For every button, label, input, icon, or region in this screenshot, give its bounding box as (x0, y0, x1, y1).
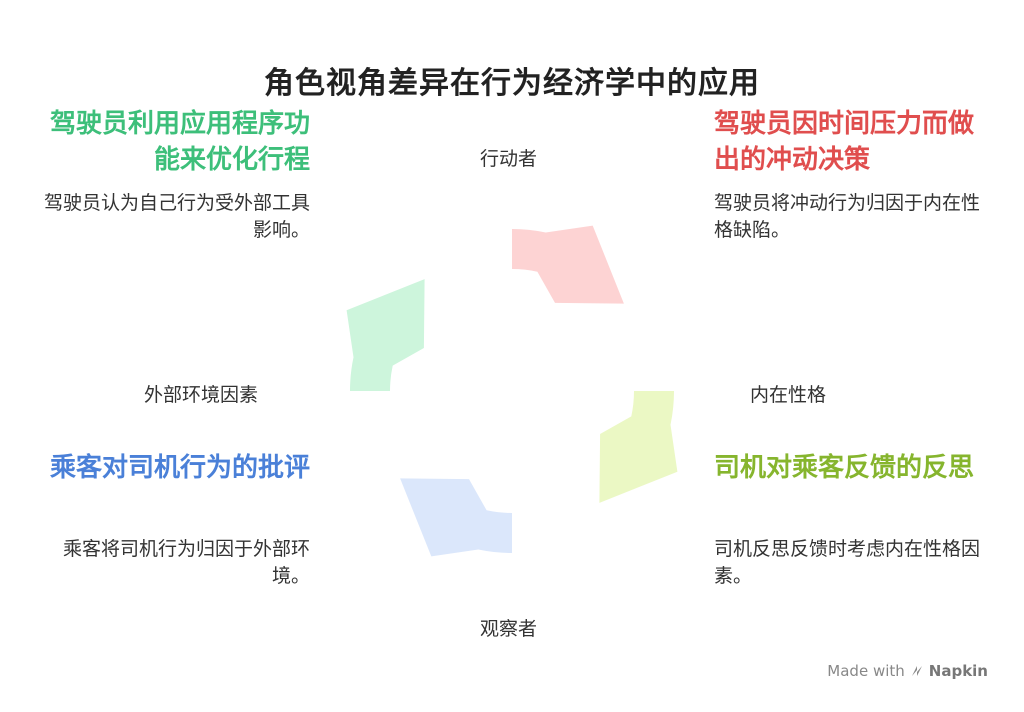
napkin-logo-icon (911, 666, 922, 676)
cycle-segment-top-left (346, 279, 425, 391)
cycle-segment-bottom-right (599, 391, 678, 503)
watermark-brand: Napkin (928, 662, 988, 680)
quadrant-bottom-left-heading: 乘客对司机行为的批评 (49, 453, 310, 483)
watermark-prefix: Made with (827, 662, 905, 680)
quadrant-top-right-heading: 驾驶员因时间压力而做出的冲动决策 (714, 109, 975, 175)
quadrant-bottom-left-desc: 乘客将司机行为归因于外部环境。 (62, 538, 310, 587)
quadrant-bottom-right-desc: 司机反思反馈时考虑内在性格因素。 (714, 538, 981, 587)
axis-label-right: 内在性格 (750, 384, 827, 406)
axis-label-left: 外部环境因素 (144, 384, 259, 406)
quadrant-top-left-heading: 驾驶员利用应用程序功能来优化行程 (49, 109, 310, 175)
quadrant-top-right-desc: 驾驶员将冲动行为归因于内在性格缺陷。 (714, 192, 981, 241)
napkin-watermark: Made with Napkin (827, 662, 988, 680)
quadrant-bottom-right-heading: 司机对乘客反馈的反思 (714, 453, 975, 483)
cycle-segment-top-right (512, 225, 624, 304)
diagram-title: 角色视角差异在行为经济学中的应用 (264, 66, 760, 101)
quadrant-top-left-desc: 驾驶员认为自己行为受外部工具影响。 (43, 192, 310, 241)
axis-label-top: 行动者 (480, 148, 538, 170)
cycle-segment-bottom-left (400, 478, 512, 557)
axis-label-bottom: 观察者 (480, 618, 538, 640)
